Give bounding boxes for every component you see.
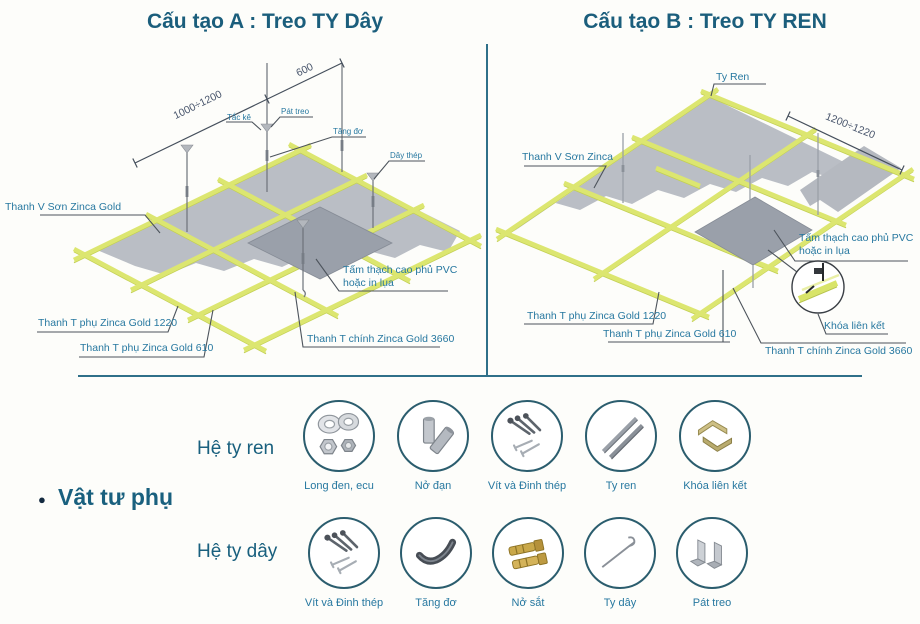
diagram-a-dimensions [132, 58, 345, 168]
part-label: Tăng đơ [415, 597, 457, 609]
part-photo-circle [584, 517, 656, 589]
threaded-rod-icon [601, 416, 644, 460]
label-a-tam-thach-cao: Tấm thạch cao phủ PVC hoặc in lụa [343, 264, 457, 290]
label-b-thanh-v: Thanh V Sơn Zinca [522, 151, 613, 163]
drop-in-anchor-icon [422, 416, 455, 455]
screws-nails-icon [507, 413, 542, 458]
part-ty-ren: Ty ren [575, 400, 667, 492]
part-ty-day: Ty dây [574, 517, 666, 609]
part-label: Khóa liên kết [683, 480, 747, 492]
part-label: Ty ren [605, 480, 637, 492]
section-title-vat-tu-phu: Vật tư phụ [58, 484, 174, 510]
part-no-sat: Nở sắt [482, 517, 574, 609]
part-vit-dinh-thep: Vít và Đinh thép [481, 400, 573, 492]
label-a-tam-line1: Tấm thạch cao phủ PVC [343, 264, 458, 276]
horizontal-rule [78, 375, 862, 377]
diagram-a-callout-lines [37, 116, 448, 358]
hanger-bracket-icon [689, 539, 723, 569]
turnbuckle-icon [415, 538, 457, 565]
diagram-a-title: Cấu tạo A : Treo TY Dây [146, 10, 384, 33]
part-photo-circle [676, 517, 748, 589]
part-pat-treo: Pát treo [666, 517, 758, 609]
label-tac-ke: Tắc kê [227, 113, 252, 122]
label-a-thanh-v: Thanh V Sơn Zinca Gold [5, 201, 122, 213]
part-label: Vít và Đinh thép [304, 597, 384, 609]
label-b-khoa-lien-ket: Khóa liên kết [824, 320, 885, 332]
part-photo-circle [308, 517, 380, 589]
label-a-t-chinh: Thanh T chính Zinca Gold 3660 [307, 333, 455, 345]
group-label-he-ty-ren: Hệ ty ren [197, 438, 275, 459]
label-b-tam-thach-cao: Tấm thạch cao phủ PVC hoặc in lụa [799, 232, 913, 258]
bullet-dot: ● [38, 492, 46, 507]
part-long-den-ecu: Long đen, ecu [293, 400, 385, 492]
label-a-tam-line2: hoặc in lụa [343, 277, 394, 290]
part-vit-dinh-thep-2: Vít và Đinh thép [298, 517, 390, 609]
label-day-thep: Dây thép [390, 151, 423, 160]
part-no-dan: Nở đạn [387, 400, 479, 492]
lock-clip-icon [697, 420, 733, 452]
wire-rod-icon [601, 536, 636, 568]
diagram-b-rod-nuts [621, 165, 820, 177]
label-pat-treo: Pát treo [281, 107, 310, 116]
washer-nut-icon [317, 412, 360, 455]
part-photo-circle [303, 400, 375, 472]
diagram-a-turnbuckles [185, 140, 375, 264]
parts-row-he-ty-day: Vít và Đinh thép Tăng đơ [298, 517, 758, 609]
label-b-tam-line1: Tấm thạch cao phủ PVC [799, 232, 914, 244]
part-label: Vít và Đinh thép [487, 480, 567, 492]
part-photo-circle [400, 517, 472, 589]
part-label: Nở đạn [414, 480, 452, 492]
label-b-ty-ren: Ty Ren [716, 71, 750, 83]
vertical-divider [486, 44, 488, 377]
part-photo-circle [397, 400, 469, 472]
diagram-a-panel-installing [247, 206, 393, 280]
part-photo-circle [491, 400, 563, 472]
label-tang-do: Tăng đơ [333, 127, 364, 136]
label-b-tam-line2: hoặc in lụa [799, 245, 850, 258]
part-photo-circle [679, 400, 751, 472]
diagram-b-panel-installing [694, 196, 813, 266]
label-b-t-phu-610: Thanh T phụ Zinca Gold 610 [603, 328, 737, 340]
label-a-t-phu-1220: Thanh T phụ Zinca Gold 1220 [38, 317, 178, 329]
diagram-b-dimensions [785, 111, 905, 175]
part-label: Ty dây [603, 597, 637, 609]
screws-nails-icon [324, 530, 359, 575]
parts-row-he-ty-ren: Long đen, ecu Nở đạn [293, 400, 761, 492]
diagram-b-title: Cấu tạo B : Treo TY REN [583, 10, 827, 33]
part-photo-circle [585, 400, 657, 472]
part-label: Pát treo [692, 597, 732, 609]
diagram-b-callout-lines [524, 83, 908, 344]
part-tang-do: Tăng đơ [390, 517, 482, 609]
label-a-t-phu-610: Thanh T phụ Zinca Gold 610 [80, 342, 214, 354]
part-photo-circle [492, 517, 564, 589]
part-label: Nở sắt [511, 597, 545, 609]
part-label: Long đen, ecu [304, 480, 374, 492]
label-b-t-chinh: Thanh T chính Zinca Gold 3660 [765, 345, 913, 357]
expansion-bolt-icon [508, 539, 548, 570]
diagram-b-detail-circle [791, 260, 845, 314]
label-b-t-phu-1220: Thanh T phụ Zinca Gold 1220 [527, 310, 667, 322]
part-khoa-lien-ket: Khóa liên kết [669, 400, 761, 492]
group-label-he-ty-day: Hệ ty dây [197, 541, 278, 562]
